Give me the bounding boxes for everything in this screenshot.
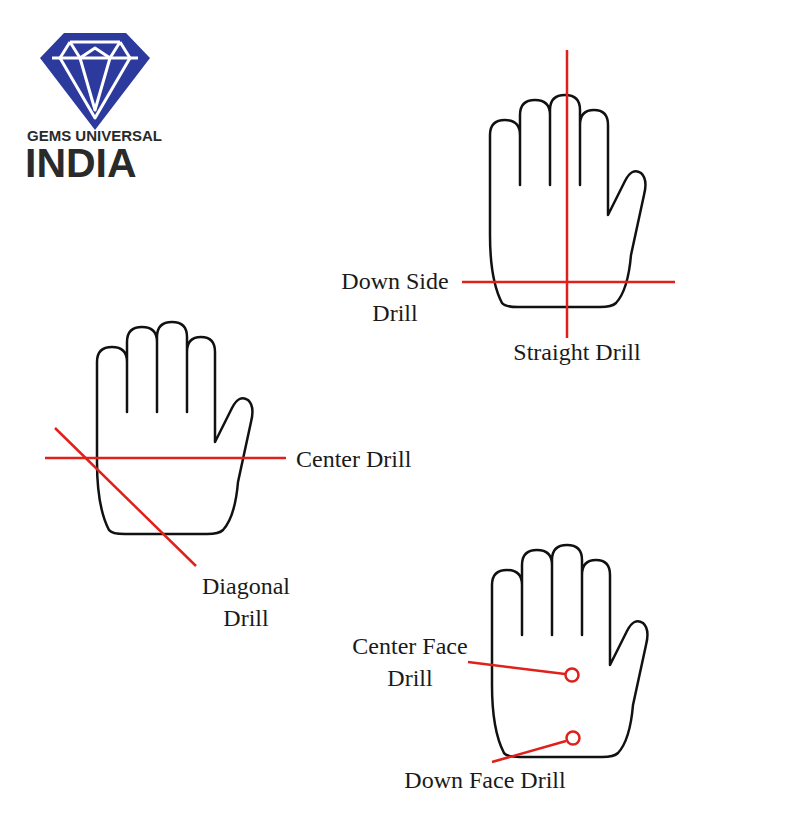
drill-hole: [567, 732, 580, 745]
leader-line: [492, 741, 566, 762]
gem-logo: [40, 33, 150, 130]
drill-label: Down Face Drill: [365, 764, 605, 796]
drill-line: [462, 281, 675, 284]
drill-label: Center Face Drill: [335, 630, 485, 694]
hand-outline: [97, 322, 252, 534]
hand-outline: [492, 545, 647, 757]
drill-label: Diagonal Drill: [186, 570, 306, 634]
leader-line: [468, 662, 565, 674]
drill-line: [45, 457, 286, 460]
drill-label: Center Drill: [296, 443, 496, 475]
drill-line: [55, 428, 196, 566]
drill-label: Down Side Drill: [330, 265, 460, 329]
drill-hole: [566, 669, 579, 682]
drill-label: Straight Drill: [477, 336, 677, 368]
brand-name: INDIA: [25, 141, 225, 185]
drill-line: [566, 50, 569, 338]
